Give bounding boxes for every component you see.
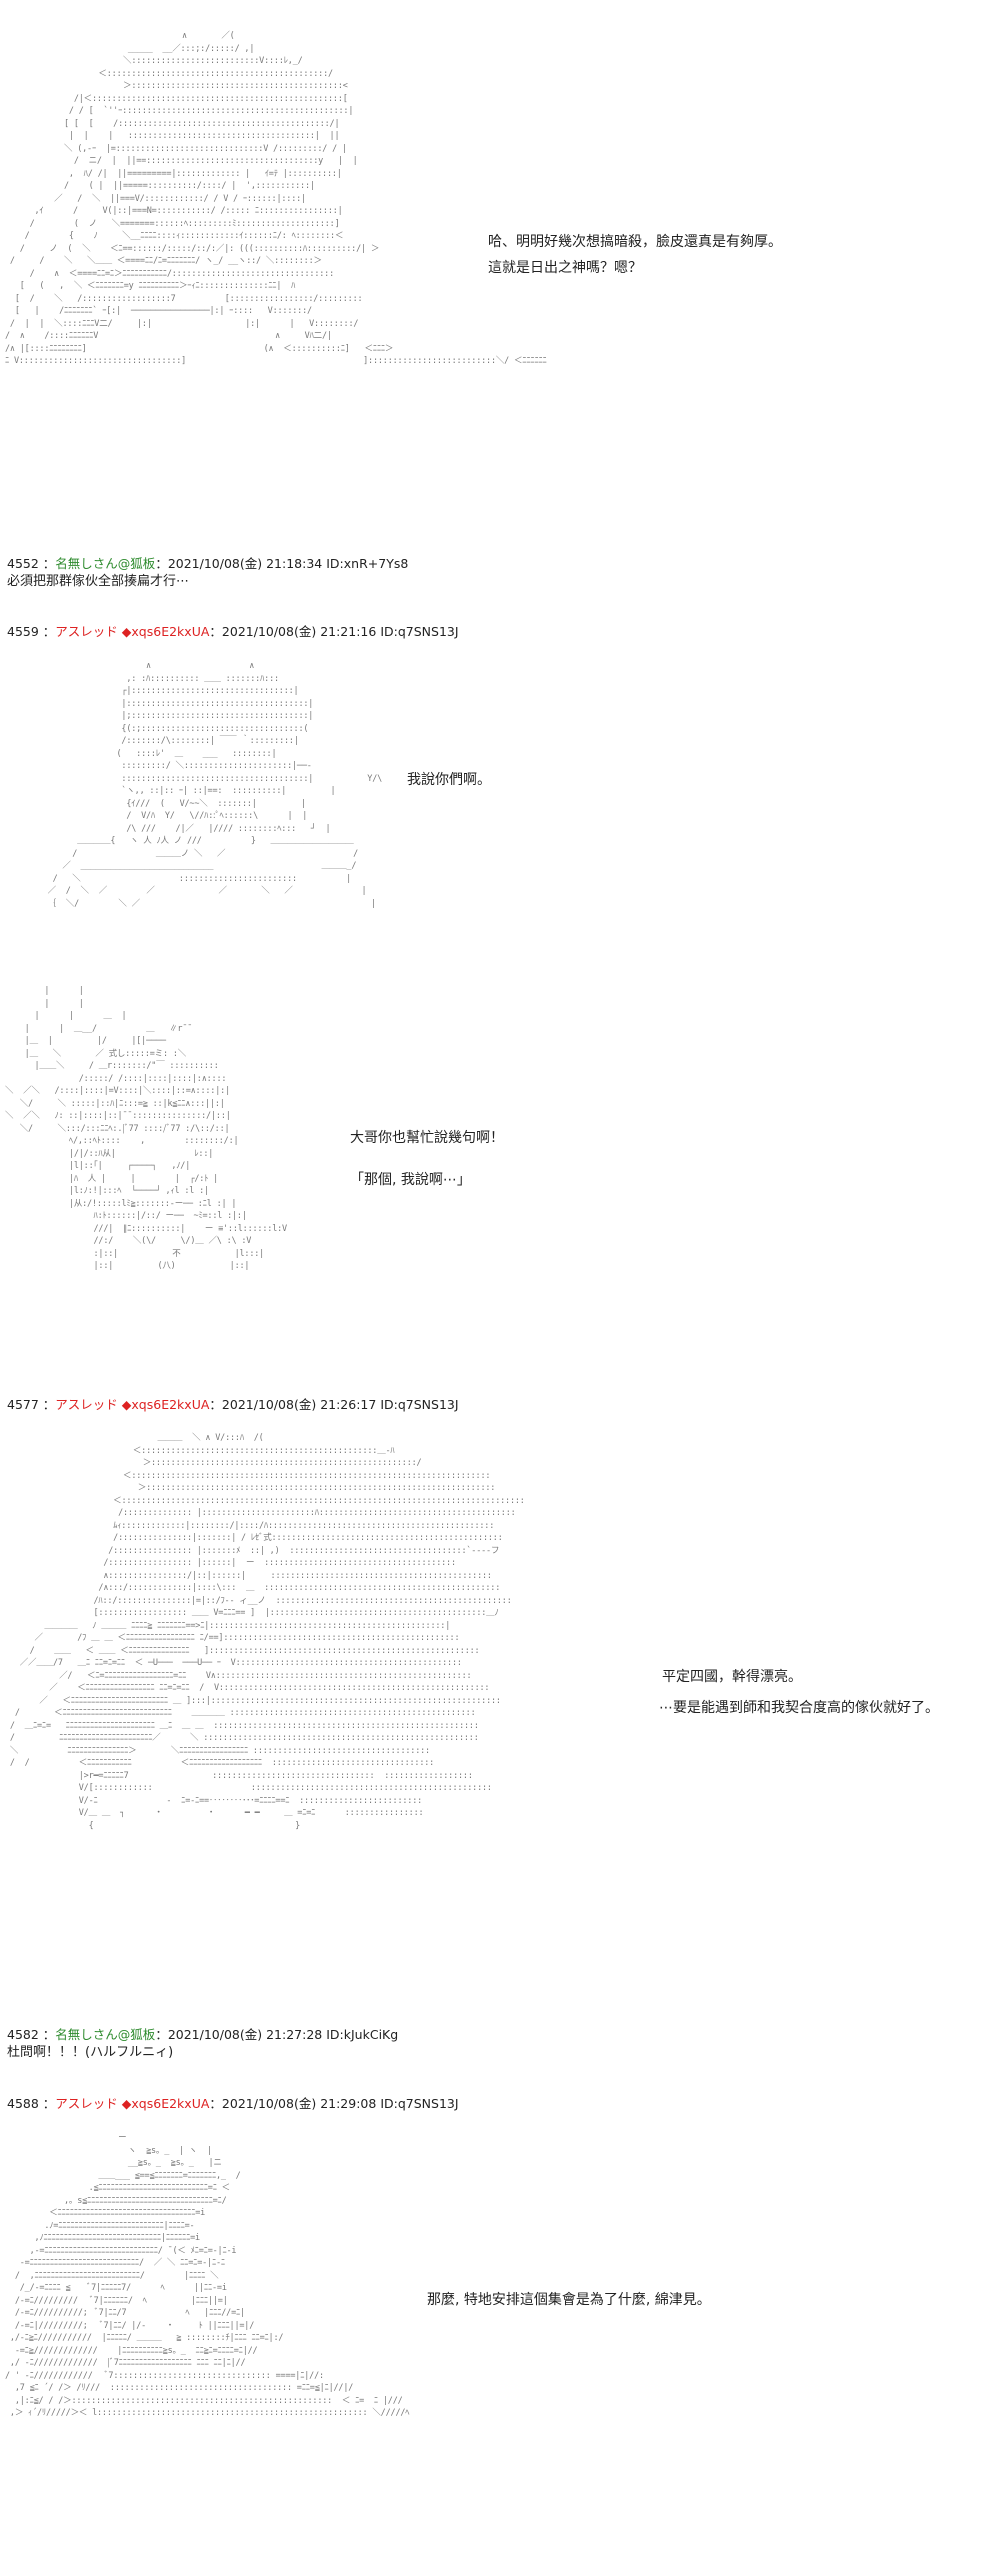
poster-name-text: アスレッド: [55, 1397, 118, 1412]
dialog-line: 我說你們啊。: [407, 772, 491, 788]
post-datetime: 2021/10/08(金) 21:29:08: [221, 2096, 377, 2111]
dialog-line: 「那個, 我說啊⋯」: [350, 1172, 471, 1188]
post-number: 4552: [7, 556, 39, 571]
post-header-4559: 4559 ：アスレッド ◆xqs6E2kxUA：2021/10/08(金) 21…: [7, 624, 459, 639]
post-4577-dialog: 平定四國，幹得漂亮。 ⋯要是能遇到師和我契合度高的傢伙就好了。: [659, 1667, 939, 1718]
scene-1-dialog: 哈、明明好幾次想搞暗殺，臉皮還真是有夠厚。 這就是日出之神嗎？嗯？: [488, 232, 782, 278]
post-datetime: 2021/10/08(金) 21:21:16: [221, 624, 377, 639]
poster-trip: ◆xqs6E2kxUA: [121, 2096, 210, 2111]
post-datetime: 2021/10/08(金) 21:26:17: [221, 1397, 377, 1412]
dialog-line: 哈、明明好幾次想搞暗殺，臉皮還真是有夠厚。: [488, 234, 782, 250]
poster-name[interactable]: アスレッド ◆xqs6E2kxUA: [55, 1397, 209, 1412]
poster-id[interactable]: ID:q7SNS13J: [380, 624, 459, 639]
poster-name[interactable]: アスレッド ◆xqs6E2kxUA: [55, 2096, 209, 2111]
poster-name[interactable]: 名無しさん@狐板: [55, 2027, 156, 2042]
post-number: 4559: [7, 624, 39, 639]
post-header-4582: 4582 ：名無しさん@狐板：2021/10/08(金) 21:27:28 ID…: [7, 2027, 399, 2042]
post-body-4552: 必須把那群傢伙全部揍扁才行⋯: [7, 574, 190, 589]
poster-name[interactable]: 名無しさん@狐板: [55, 556, 156, 571]
post-number: 4577: [7, 1397, 39, 1412]
post-header-4577: 4577 ：アスレッド ◆xqs6E2kxUA：2021/10/08(金) 21…: [7, 1397, 459, 1412]
ascii-art-scene-3: | | | | | | ＿ | | | ＿__/ ＿ ∥r¯¯ |＿ | |/ …: [5, 986, 287, 1271]
dialog-line: 平定四國，幹得漂亮。: [662, 1669, 802, 1685]
poster-id[interactable]: ID:kJukCiKg: [326, 2027, 399, 2042]
post-datetime: 2021/10/08(金) 21:27:28: [167, 2027, 323, 2042]
poster-id[interactable]: ID:q7SNS13J: [380, 1397, 459, 1412]
poster-name-text: アスレッド: [55, 624, 118, 639]
post-4588-dialog: 那麼, 特地安排這個集會是為了什麼, 綿津見。: [427, 2290, 711, 2310]
post-4559-dialog: 我說你們啊。: [407, 770, 491, 790]
post-number: 4588: [7, 2096, 39, 2111]
ascii-art-scene-4: ＿＿＿ ＼ ∧ V/:::ﾊ /( ＜:::::::::::::::::::::…: [9, 1433, 525, 1831]
ascii-art-scene-5: ー ヽ ≧s。_ | ヽ | __≧s。_ ≧s。_ |ニ ＿＿___ ≦==≦…: [5, 2133, 410, 2418]
ascii-art-scene-1: ∧ ／( _____ __／:::;:/:::::/ ,| ＼:::::::::…: [5, 31, 547, 366]
post-header-4588: 4588 ：アスレッド ◆xqs6E2kxUA：2021/10/08(金) 21…: [7, 2096, 459, 2111]
poster-id[interactable]: ID:q7SNS13J: [380, 2096, 459, 2111]
poster-id[interactable]: ID:xnR+7Ys8: [326, 556, 409, 571]
post-body-4582: 杜問啊！！！(ハルフルニィ): [7, 2045, 174, 2060]
poster-trip: ◆xqs6E2kxUA: [121, 1397, 210, 1412]
post-header-4552: 4552 ：名無しさん@狐板：2021/10/08(金) 21:18:34 ID…: [7, 556, 409, 571]
poster-name-text: アスレッド: [55, 2096, 118, 2111]
dialog-line: 那麼, 特地安排這個集會是為了什麼, 綿津見。: [427, 2292, 711, 2308]
ascii-art-scene-2: ∧ ∧ ,: :ﾊ:::::::::: ＿＿ :::::::ﾊ::: ┌|:::…: [47, 661, 383, 909]
poster-trip: ◆xqs6E2kxUA: [121, 624, 210, 639]
dialog-line: 大哥你也幫忙說幾句啊！: [350, 1130, 504, 1146]
dialog-line: 這就是日出之神嗎？嗯？: [488, 260, 642, 276]
post-datetime: 2021/10/08(金) 21:18:34: [167, 556, 323, 571]
post-number: 4582: [7, 2027, 39, 2042]
dialog-line: ⋯要是能遇到師和我契合度高的傢伙就好了。: [659, 1700, 939, 1716]
scene-3-dialog: 大哥你也幫忙說幾句啊！ 「那個, 我說啊⋯」: [350, 1128, 504, 1190]
poster-name[interactable]: アスレッド ◆xqs6E2kxUA: [55, 624, 209, 639]
